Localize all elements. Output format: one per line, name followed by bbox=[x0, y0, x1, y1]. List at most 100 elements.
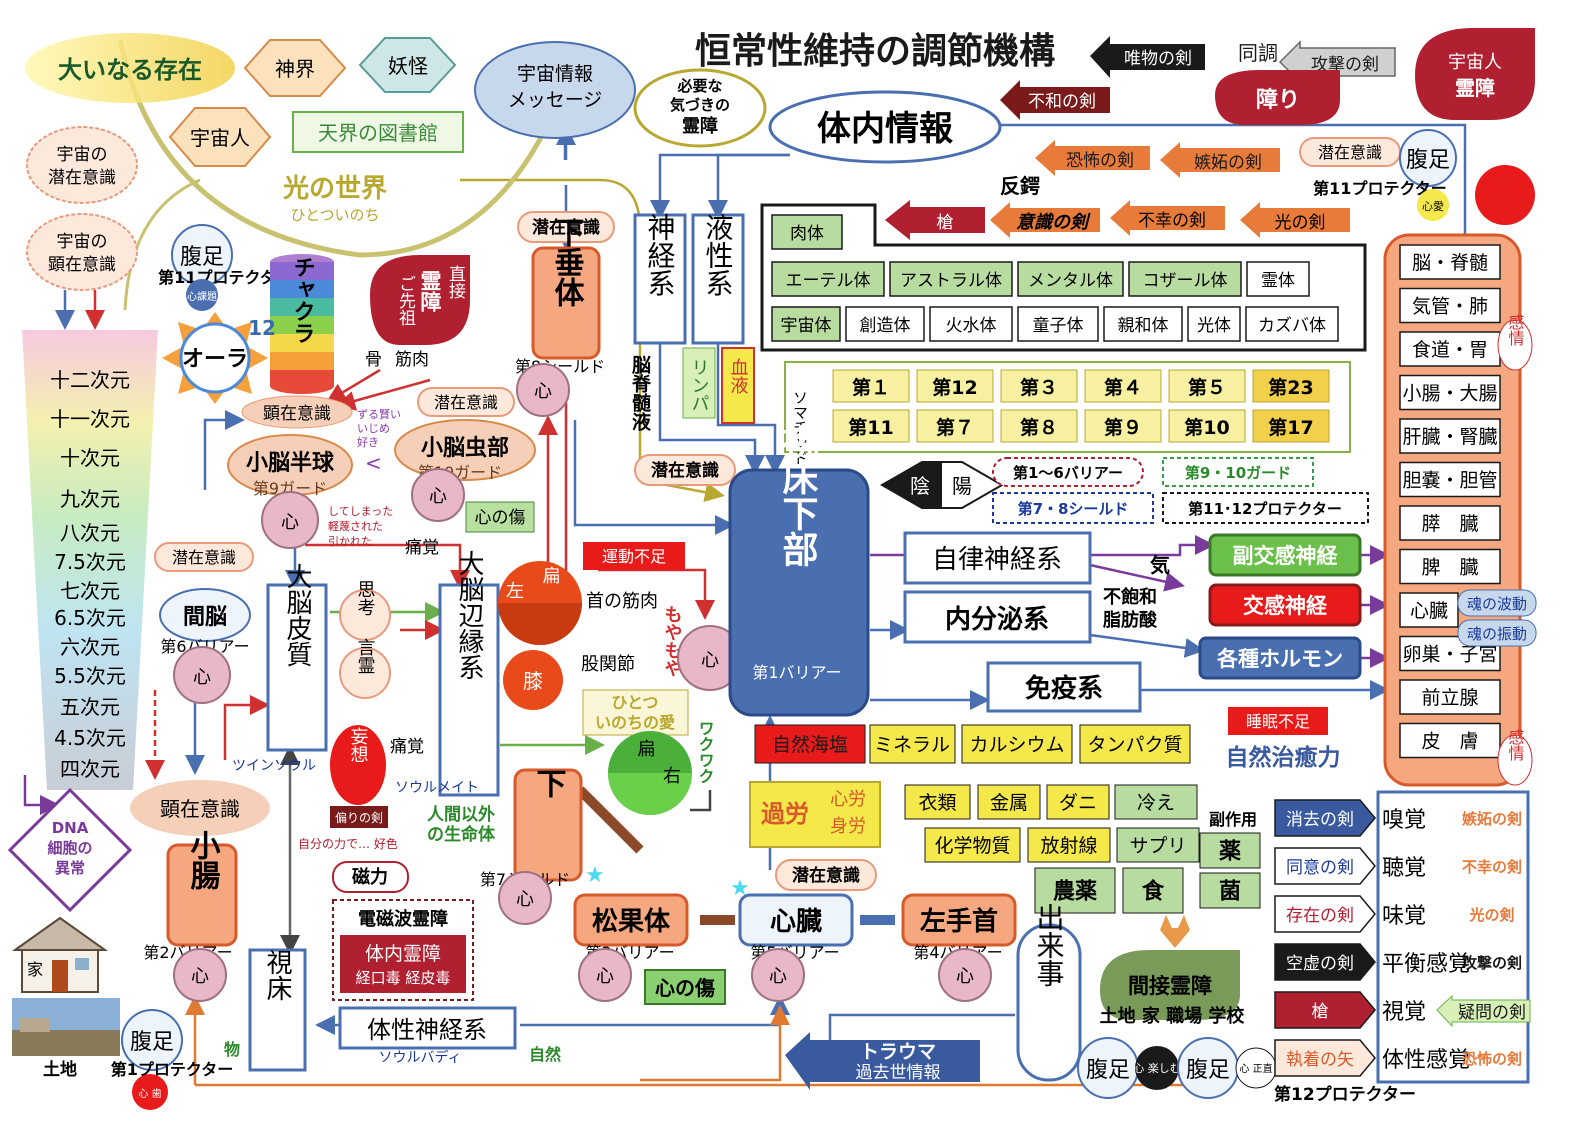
svg-text:下垂体: 下垂体 bbox=[549, 217, 585, 307]
manifest-badge-top: 顕在意識 bbox=[241, 395, 353, 429]
svg-text:疑問の剣: 疑問の剣 bbox=[1458, 1003, 1526, 1023]
svg-text:宇宙の: 宇宙の bbox=[57, 232, 108, 252]
youkai-hex: 妖怪 bbox=[358, 37, 457, 93]
svg-text:気管・肺: 気管・肺 bbox=[1412, 296, 1488, 318]
svg-text:第４: 第４ bbox=[1104, 376, 1142, 399]
pulled-note: してしまった 軽蔑された 引かれた bbox=[328, 505, 393, 548]
lymph-box: リンパ bbox=[682, 347, 716, 419]
svg-text:心: 心 bbox=[701, 650, 719, 671]
svg-text:腹足: 腹足 bbox=[130, 1030, 174, 1055]
environment-item: 衣類 bbox=[904, 784, 971, 820]
svg-text:顕在意識: 顕在意識 bbox=[48, 255, 116, 275]
house-label: 家 bbox=[27, 960, 43, 979]
svg-text:第23: 第23 bbox=[1268, 376, 1313, 399]
svg-text:副交感神経: 副交感神経 bbox=[1233, 544, 1339, 568]
svg-text:体性神経系: 体性神経系 bbox=[367, 1016, 487, 1044]
svg-text:食: 食 bbox=[1142, 879, 1165, 905]
land-label: 土地 bbox=[43, 1059, 77, 1080]
sense-row: 同意の剣聴覚不幸の剣 bbox=[1274, 847, 1522, 885]
svg-text:気づきの: 気づきの bbox=[670, 96, 730, 114]
svg-text:童子体: 童子体 bbox=[1033, 316, 1084, 336]
svg-text:放射線: 放射線 bbox=[1040, 835, 1097, 857]
cosmic-message-cloud: 宇宙情報 メッセージ bbox=[474, 41, 636, 139]
svg-text:自律神経系: 自律神経系 bbox=[932, 545, 1062, 575]
somatid-item: 第10 bbox=[1168, 409, 1246, 443]
svg-text:平衡感覚: 平衡感覚 bbox=[1382, 952, 1470, 977]
svg-text:妖怪: 妖怪 bbox=[388, 54, 428, 78]
aura-sun: オーラ bbox=[162, 312, 268, 404]
svg-text:槍: 槍 bbox=[937, 213, 954, 233]
organ-item: 心臓 bbox=[1399, 592, 1459, 628]
hitotsu-scroll: ひとつ いのちの愛 bbox=[582, 689, 689, 736]
magnet-badge: 磁力 bbox=[332, 861, 409, 893]
svg-text:細胞の: 細胞の bbox=[47, 839, 92, 857]
svg-text:思考: 思考 bbox=[355, 580, 376, 616]
svg-text:化学物質: 化学物質 bbox=[934, 835, 1010, 857]
dimension-label: 4.5次元 bbox=[54, 726, 126, 750]
environment-item: 農薬 bbox=[1034, 867, 1116, 914]
organ-item: 脾 臓 bbox=[1399, 548, 1501, 585]
house-icon bbox=[11, 916, 109, 993]
organ-item: 皮 膚 bbox=[1399, 722, 1501, 759]
svg-text:体内情報: 体内情報 bbox=[817, 109, 953, 149]
alien-obstacle-leaf: 宇宙人 霊障 bbox=[1415, 28, 1535, 120]
heart-diencephalon: 心 bbox=[173, 646, 231, 704]
body-layer-item: 童子体 bbox=[1017, 306, 1099, 342]
great-being-text: 大いなる存在 bbox=[58, 56, 202, 84]
svg-text:魂の波動: 魂の波動 bbox=[1467, 595, 1527, 613]
heart-vermis: 心 bbox=[411, 468, 465, 522]
svg-text:メンタル体: メンタル体 bbox=[1028, 271, 1113, 291]
dimension-label: 五次元 bbox=[60, 695, 120, 719]
cerebellar-vermis: 小脳虫部 第10ガード bbox=[394, 419, 536, 482]
dna-diamond: DNA 細胞の 異常 bbox=[7, 787, 133, 913]
svg-text:肉体: 肉体 bbox=[790, 224, 824, 244]
heart-pineal: 心 bbox=[578, 948, 632, 1002]
twelve-label: 12 bbox=[248, 316, 276, 340]
svg-text:霊障: 霊障 bbox=[418, 270, 442, 312]
environment-item: 冷え bbox=[1114, 784, 1198, 820]
land-photo bbox=[12, 998, 120, 1056]
svg-text:潜在意識: 潜在意識 bbox=[48, 168, 116, 188]
places-label: 土地 家 職場 学校 bbox=[1100, 1005, 1246, 1027]
svg-text:心: 心 bbox=[596, 966, 614, 987]
svg-text:間接霊障: 間接霊障 bbox=[1128, 974, 1212, 998]
indirect-obstacle-leaf: 間接霊障 bbox=[1100, 950, 1240, 1020]
thought-circle: 思考 bbox=[339, 580, 391, 641]
latent-badge-pituitary: 潜在意識 bbox=[517, 211, 615, 243]
heart-heart-organ: 心 bbox=[751, 948, 805, 1002]
svg-text:アストラル体: アストラル体 bbox=[900, 271, 1002, 291]
organ-item: 肝臓・腎臓 bbox=[1399, 418, 1501, 454]
organ-item: 前立腺 bbox=[1399, 679, 1501, 715]
materialism-sword: 唯物の剣 bbox=[1090, 36, 1205, 78]
obstacle-leaf: 障り bbox=[1215, 70, 1340, 125]
svg-text:血液: 血液 bbox=[728, 358, 749, 394]
svg-text:心の傷: 心の傷 bbox=[475, 508, 526, 528]
light-world-title: 光の世界 bbox=[282, 174, 387, 204]
svg-text:心 歯: 心 歯 bbox=[138, 1087, 161, 1100]
endocrine-box: 内分泌系 bbox=[903, 590, 1092, 644]
svg-text:不幸の剣: 不幸の剣 bbox=[1462, 858, 1522, 876]
svg-text:膵 臓: 膵 臓 bbox=[1421, 513, 1478, 535]
svg-text:腹足: 腹足 bbox=[1086, 1058, 1130, 1083]
environment-item: サプリ bbox=[1116, 827, 1200, 863]
yinyang-badge: 陰 陽 bbox=[879, 461, 1005, 509]
soul-buddy-label: ソウルバディ bbox=[378, 1049, 461, 1066]
svg-text:第７: 第７ bbox=[936, 416, 974, 439]
heart-wrist: 心 bbox=[938, 948, 992, 1002]
immune-box: 免疫系 bbox=[986, 661, 1142, 713]
organ-item: 小腸・大腸 bbox=[1399, 374, 1501, 411]
svg-text:嗅覚: 嗅覚 bbox=[1382, 808, 1426, 833]
fox-icon bbox=[1160, 915, 1190, 948]
svg-text:第８: 第８ bbox=[1020, 416, 1058, 439]
em-wave-box: 電磁波霊障 体内霊障 経口毒 経皮毒 bbox=[332, 899, 474, 1001]
svg-text:潜在意識: 潜在意識 bbox=[172, 548, 236, 567]
dimension-label: 七次元 bbox=[60, 579, 120, 603]
svg-text:潜在意識: 潜在意識 bbox=[792, 865, 860, 886]
manifest-badge-lower: 顕在意識 bbox=[130, 780, 270, 836]
hara-bottom-1: 腹足 bbox=[1077, 1037, 1139, 1099]
svg-text:自然海塩: 自然海塩 bbox=[772, 734, 848, 756]
dimension-label: 九次元 bbox=[60, 487, 120, 511]
non-human-1: 人間以外 bbox=[427, 804, 495, 825]
svg-text:妄想: 妄想 bbox=[348, 727, 369, 763]
